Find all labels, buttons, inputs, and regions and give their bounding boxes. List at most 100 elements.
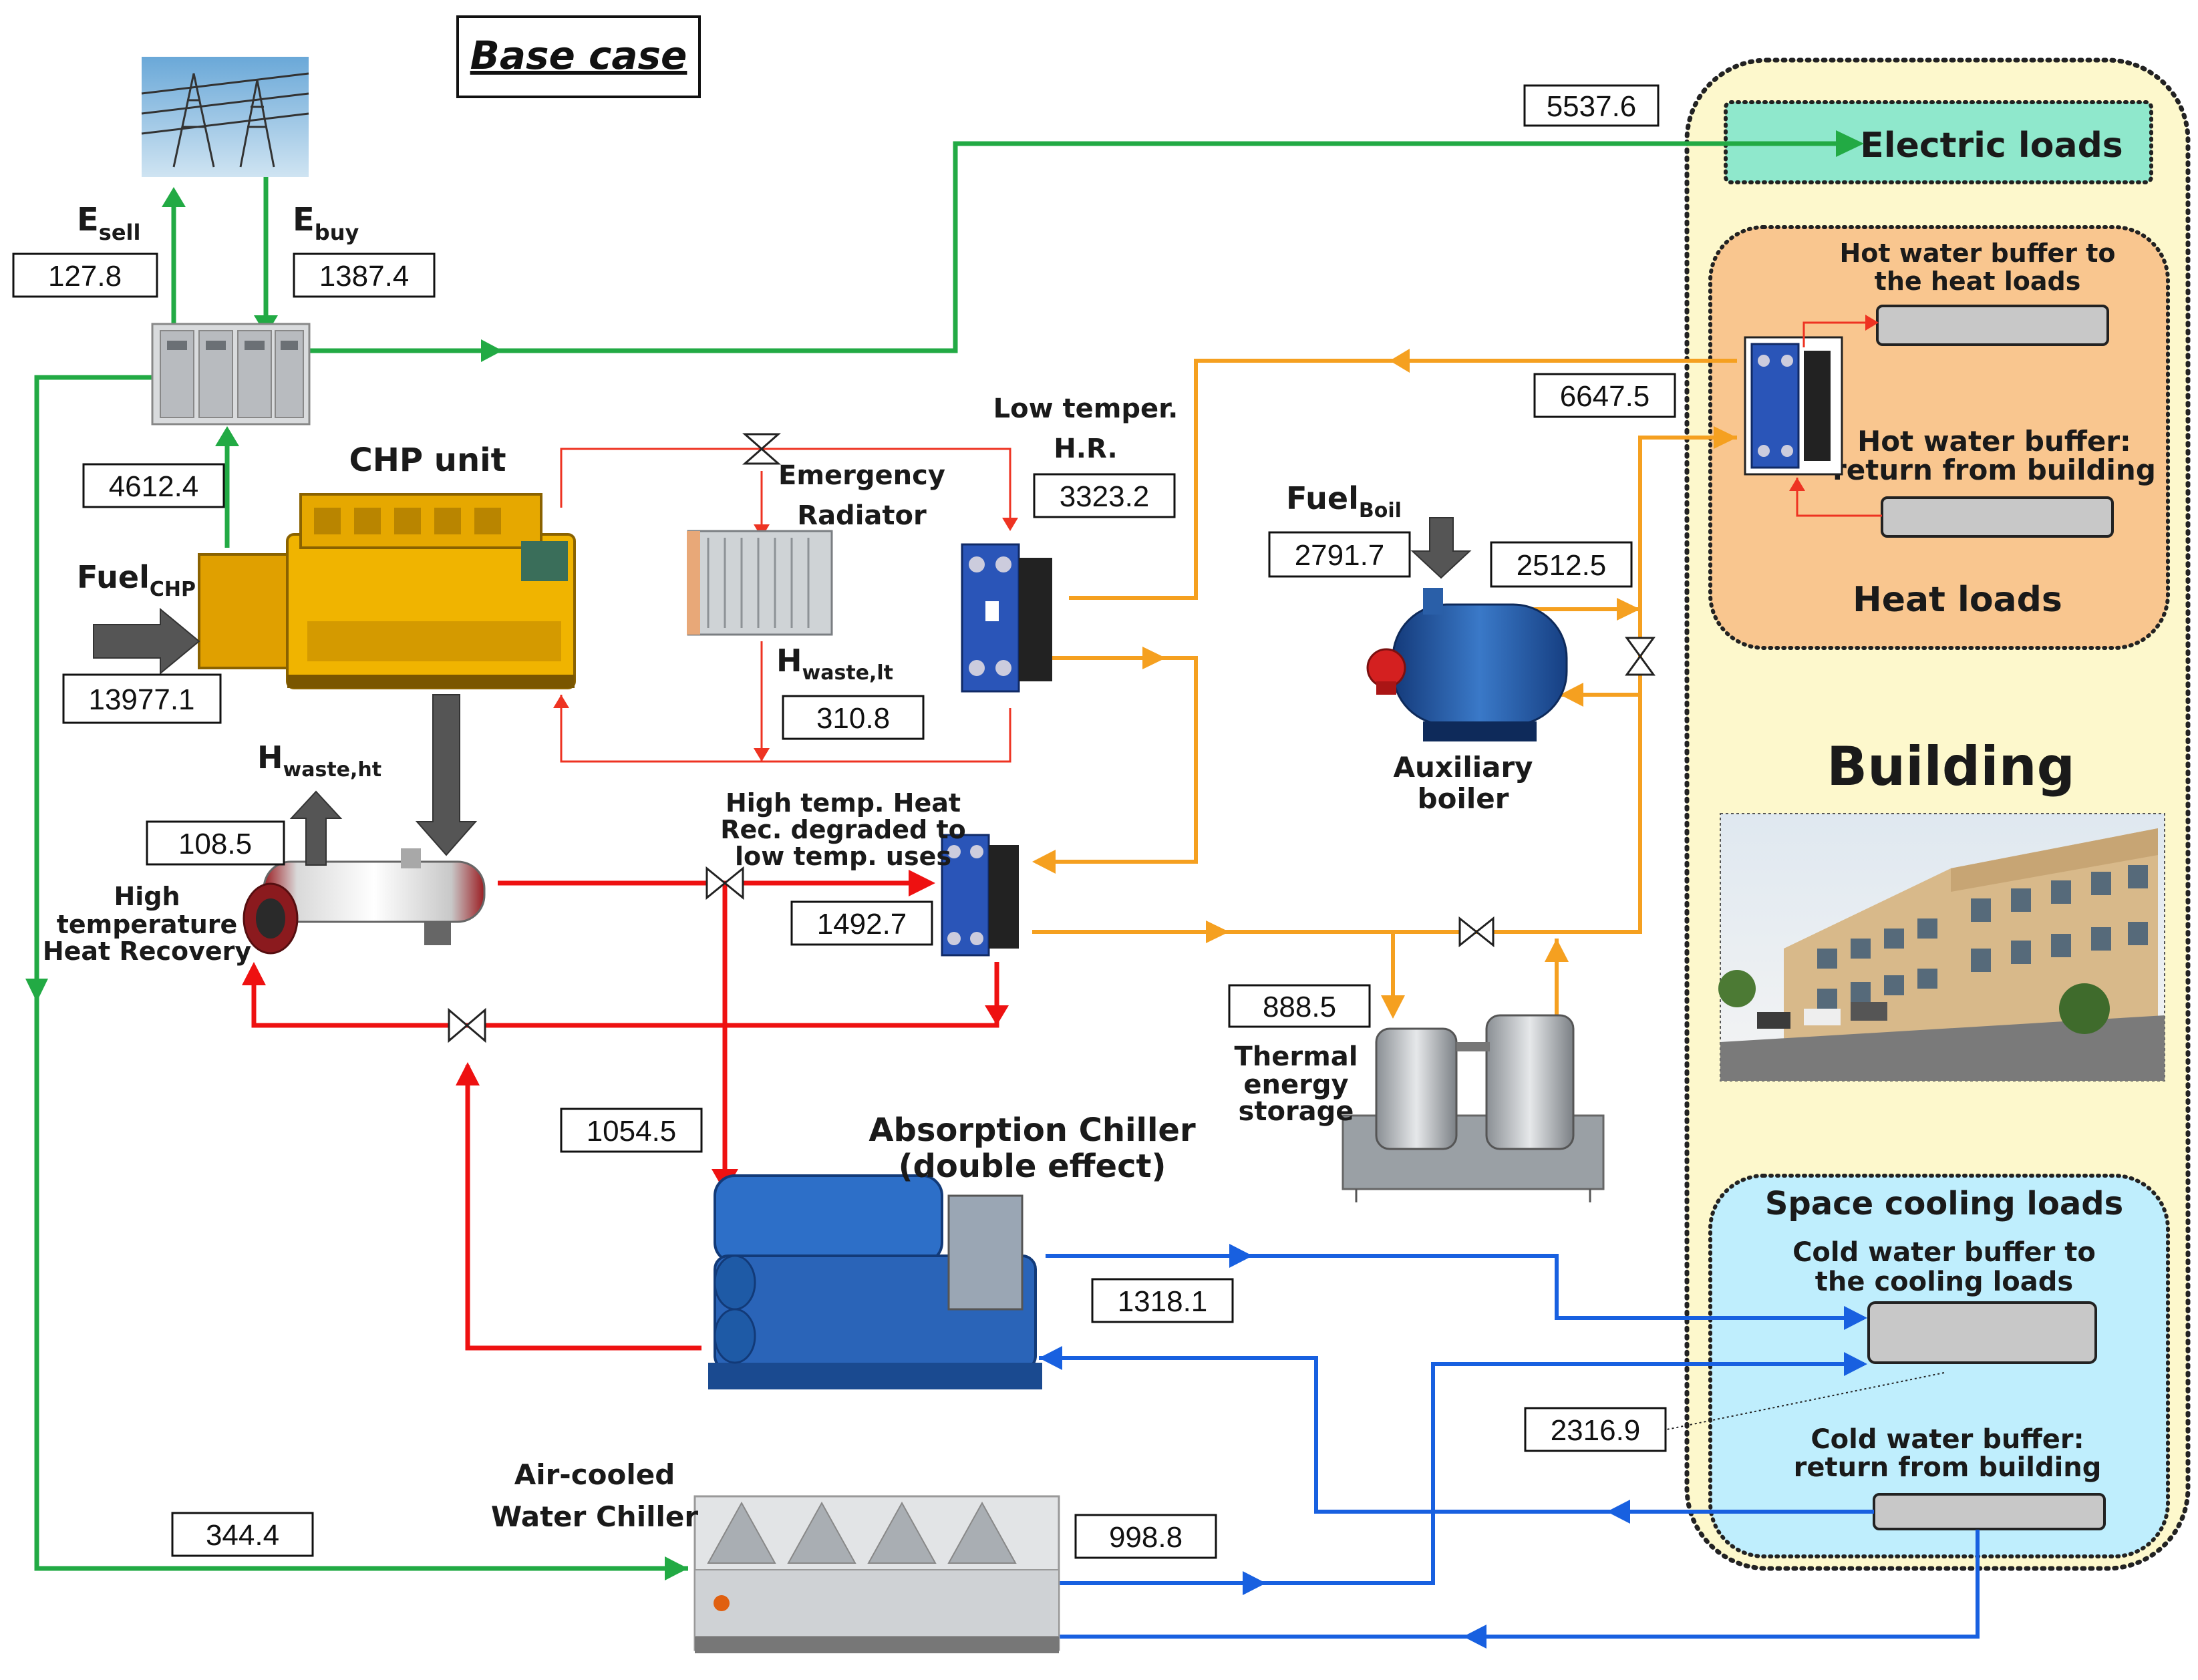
- value-cooling-loads: 2316.9: [1524, 1407, 1667, 1452]
- cold-buffer-return-tank: [1873, 1493, 2106, 1530]
- ht-degraded-label-2: Rec. degraded to: [720, 815, 965, 844]
- value-boiler-heat: 2512.5: [1490, 541, 1633, 588]
- value-chiller-electric: 344.4: [171, 1512, 314, 1557]
- svg-text:5537.6: 5537.6: [1547, 90, 1637, 123]
- page-title: Base case: [470, 33, 687, 78]
- electricity-flows: [25, 130, 1864, 1580]
- air-cooled-chiller-label-2: Water Chiller: [491, 1500, 698, 1533]
- svg-text:1318.1: 1318.1: [1118, 1285, 1208, 1318]
- cold-buffer-to-tank: [1867, 1301, 2097, 1364]
- switchboard-icon: [151, 323, 311, 426]
- ht-degraded-heat-exchanger-icon: [941, 834, 1019, 957]
- value-electric-loads: 5537.6: [1523, 84, 1660, 127]
- svg-text:6647.5: 6647.5: [1560, 380, 1650, 413]
- fuel-boil-symbol: FuelBoil: [1286, 480, 1402, 522]
- svg-text:127.8: 127.8: [48, 260, 122, 293]
- ht-degraded-label-1: High temp. Heat: [726, 788, 961, 818]
- cold-buffer-return-label-2: return from building: [1794, 1452, 2102, 1483]
- value-h-waste-lt: 310.8: [782, 695, 925, 740]
- value-chp-electric: 4612.4: [82, 463, 225, 508]
- component-labels: CHP unit Emergency Radiator Low temper. …: [43, 393, 1533, 1533]
- value-h-waste-ht: 108.5: [146, 820, 285, 866]
- value-low-temp-hr: 3323.2: [1033, 473, 1176, 518]
- hot-buffer-to-label-1: Hot water buffer to: [1839, 238, 2115, 268]
- flow-symbols: Esell Ebuy FuelCHP FuelBoil Hwaste,lt Hw…: [77, 201, 1402, 782]
- hot-buffer-return-label-1: Hot water buffer:: [1857, 425, 2131, 458]
- value-fuel-boil: 2791.7: [1268, 531, 1411, 578]
- absorption-chiller-label-1: Absorption Chiller: [869, 1112, 1196, 1149]
- value-fuel-chp: 13977.1: [62, 673, 222, 724]
- value-boxes: 5537.6 127.8 1387.4 4612.4 13977.1 6647.…: [12, 84, 1676, 1559]
- value-absorption-cooling: 1318.1: [1091, 1278, 1234, 1323]
- cooling-loads-label: Space cooling loads: [1765, 1185, 2123, 1222]
- electric-loads-box: Electric loads: [1724, 100, 2153, 184]
- value-absorption-heat: 1054.5: [560, 1108, 703, 1153]
- power-grid-icon: [141, 57, 309, 177]
- emergency-radiator-icon: [687, 530, 833, 636]
- value-e-sell: 127.8: [12, 253, 158, 298]
- air-cooled-chiller-label-1: Air-cooled: [514, 1458, 675, 1491]
- air-cooled-chiller-icon: [693, 1495, 1060, 1653]
- svg-text:888.5: 888.5: [1263, 991, 1336, 1023]
- emergency-radiator-label-1: Emergency: [778, 460, 945, 491]
- valve-emergency-icon: [742, 433, 781, 465]
- heat-loads-box: Hot water buffer to the heat loads Hot w…: [1708, 225, 2170, 650]
- aux-boiler-label-2: boiler: [1418, 782, 1509, 815]
- emergency-radiator-label-2: Radiator: [797, 500, 927, 531]
- fuel-boil-arrow-icon: [1410, 517, 1472, 579]
- high-temp-hr-label-1: High: [114, 882, 180, 911]
- valve-return-icon: [448, 1007, 486, 1043]
- thermal-storage-icon: [1342, 1014, 1605, 1202]
- high-temp-hr-label-3: Heat Recovery: [43, 937, 252, 966]
- low-temp-hr-label-2: H.R.: [1054, 434, 1117, 464]
- value-e-buy: 1387.4: [293, 253, 436, 298]
- h-waste-ht-arrow-icon: [289, 790, 343, 866]
- hot-buffer-return-tank: [1881, 496, 2114, 538]
- svg-text:344.4: 344.4: [206, 1519, 279, 1552]
- chp-engine-icon: [198, 493, 576, 689]
- building-heat-exchanger-icon: [1744, 336, 1843, 476]
- svg-text:310.8: 310.8: [816, 702, 890, 735]
- low-temp-circuit: [553, 315, 1882, 763]
- ht-degraded-label-3: low temp. uses: [735, 842, 951, 871]
- svg-text:1492.7: 1492.7: [817, 908, 907, 941]
- hot-water-flows: [1029, 349, 1737, 1019]
- value-ht-degraded: 1492.7: [790, 900, 933, 946]
- fuel-chp-symbol: FuelCHP: [77, 559, 196, 601]
- e-sell-symbol: Esell: [77, 201, 140, 245]
- svg-text:4612.4: 4612.4: [109, 470, 199, 503]
- svg-text:1387.4: 1387.4: [319, 260, 410, 293]
- svg-text:2791.7: 2791.7: [1295, 539, 1385, 572]
- thermal-storage-label-2: energy: [1243, 1069, 1348, 1100]
- heat-loads-label: Heat loads: [1853, 580, 2062, 620]
- thermal-storage-label-1: Thermal: [1235, 1041, 1358, 1072]
- hot-buffer-to-label-2: the heat loads: [1875, 267, 2081, 296]
- low-temp-heat-exchanger-icon: [961, 543, 1052, 693]
- h-waste-ht-symbol: Hwaste,ht: [257, 739, 381, 782]
- cold-buffer-to-label-1: Cold water buffer to: [1792, 1237, 2096, 1268]
- aux-boiler-label-1: Auxiliary: [1393, 751, 1533, 784]
- e-buy-symbol: Ebuy: [293, 201, 359, 245]
- value-thermal-storage: 888.5: [1228, 984, 1371, 1028]
- low-temp-hr-label-1: Low temper.: [993, 393, 1179, 424]
- hot-buffer-return-label-2: return from building: [1833, 454, 2156, 486]
- svg-text:2512.5: 2512.5: [1517, 549, 1607, 582]
- svg-text:3323.2: 3323.2: [1060, 480, 1150, 513]
- high-temp-hr-label-2: temperature: [57, 910, 238, 939]
- valve-ht-icon: [705, 866, 744, 900]
- valve-storage-icon: [1458, 916, 1495, 948]
- chilled-water-flows: [995, 1244, 1980, 1649]
- absorption-chiller-icon: [708, 1174, 1042, 1389]
- cooling-loads-box: Space cooling loads Cold water buffer to…: [1708, 1174, 2170, 1558]
- svg-text:2316.9: 2316.9: [1551, 1414, 1641, 1447]
- chp-exhaust-arrow-icon: [415, 694, 478, 856]
- value-heat-loads: 6647.5: [1533, 373, 1676, 418]
- high-temp-heat-recovery-icon: [243, 848, 486, 955]
- cold-buffer-to-label-2: the cooling loads: [1815, 1267, 2073, 1297]
- svg-text:13977.1: 13977.1: [88, 683, 194, 716]
- title-box: Base case: [456, 15, 701, 98]
- valve-icons: [448, 433, 1656, 1043]
- building-label: Building: [1827, 735, 2075, 798]
- h-waste-lt-symbol: Hwaste,lt: [776, 643, 893, 685]
